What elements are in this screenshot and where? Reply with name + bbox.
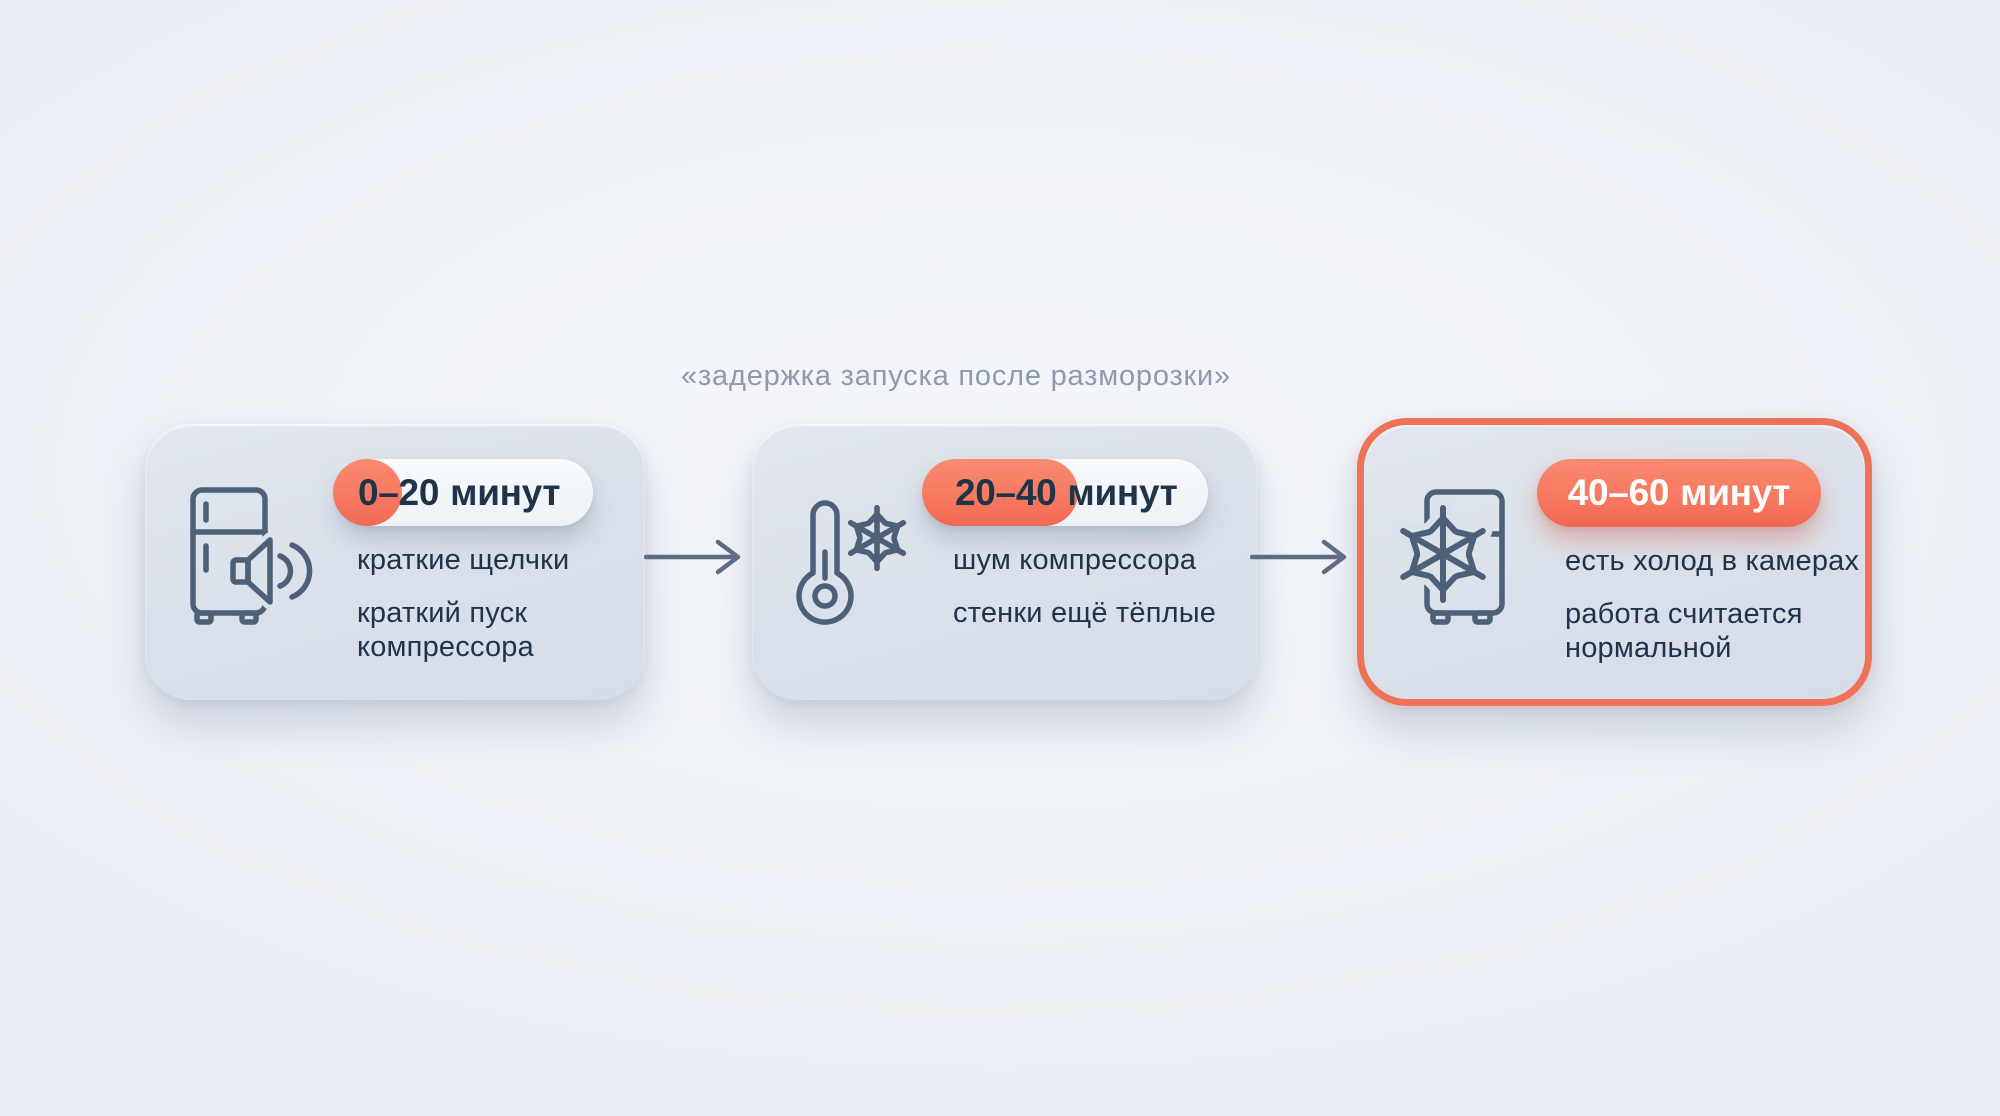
badge-accent-circle xyxy=(333,459,402,526)
badge-accent-pill xyxy=(922,459,1078,526)
badge-range: 40–60 xyxy=(1567,472,1670,513)
badge-unit: минут xyxy=(450,471,561,513)
step-notes-1: краткие щелчки краткий пуск компрессора xyxy=(357,543,593,664)
step-card-3-highlighted: 40–60 минут есть холод в камерах работа … xyxy=(1357,418,1872,706)
step-note: есть холод в камерах xyxy=(1565,545,1860,577)
arrow-right-icon xyxy=(644,539,741,575)
step-card-2: 20–40 минут шум компрессора стенки ещё т… xyxy=(752,424,1257,700)
step-note: работа считается нормальной xyxy=(1565,598,1803,664)
time-badge-2: 20–40 минут xyxy=(922,459,1208,526)
step-note: краткие щелчки xyxy=(357,544,570,576)
step-note: краткий пуск компрессора xyxy=(357,597,534,663)
step-card-1: 0–20 минут краткие щелчки краткий пуск к… xyxy=(145,424,645,700)
time-badge-3: 40–60 минут xyxy=(1537,459,1821,527)
badge-range: 20–40 xyxy=(955,471,1057,513)
step-note: стенки ещё тёплые xyxy=(953,597,1217,629)
time-badge-1: 0–20 минут xyxy=(333,459,593,526)
page-title: «задержка запуска после разморозки» xyxy=(681,360,1231,392)
fridge-sound-icon xyxy=(190,487,313,625)
thermometer-snowflake-icon xyxy=(796,500,920,625)
arrow-right-icon xyxy=(1250,539,1347,575)
step-notes-3: есть холод в камерах работа считается но… xyxy=(1565,544,1865,665)
badge-range: 0–20 xyxy=(358,471,440,513)
snowflake-fridge-icon xyxy=(1385,489,1505,625)
step-notes-2: шум компрессора стенки ещё тёплые xyxy=(953,543,1216,630)
badge-unit: минут xyxy=(1067,471,1178,513)
badge-unit: минут xyxy=(1680,472,1791,513)
step-note: шум компрессора xyxy=(953,544,1197,576)
